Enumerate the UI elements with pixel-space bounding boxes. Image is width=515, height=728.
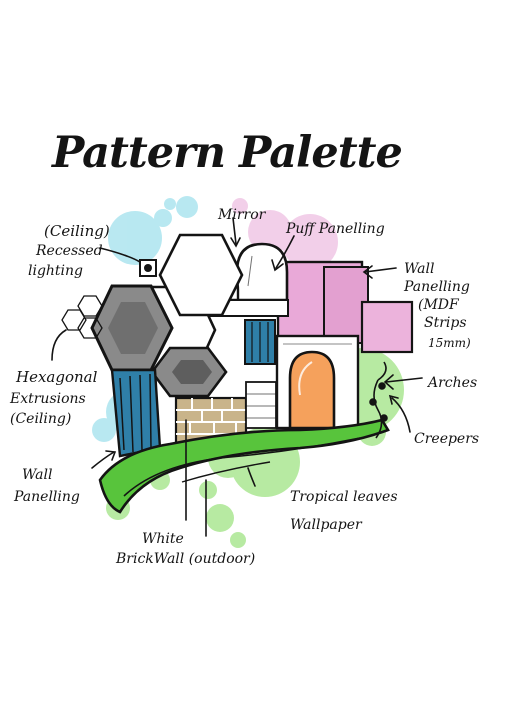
label-recessed: Recessed: [36, 243, 103, 259]
label-15mm: 15mm): [428, 336, 471, 350]
label-hex-ceiling: (Ceiling): [10, 411, 72, 427]
label-puff-panelling: Puff Panelling: [286, 221, 385, 237]
label-hexagonal: Hexagonal: [16, 368, 98, 386]
creeper-vine: [369, 361, 388, 439]
label-brickwall: BrickWall (outdoor): [116, 551, 256, 567]
arch-frame: [275, 334, 360, 430]
label-white: White: [142, 531, 184, 547]
label-tropical-leaves: Tropical leaves: [290, 489, 398, 505]
label-wallpaper: Wallpaper: [290, 517, 362, 533]
label-extrusions: Extrusions: [10, 391, 86, 407]
label-lighting: lighting: [28, 263, 84, 279]
label-wall-right: Wall: [404, 261, 435, 277]
label-creepers: Creepers: [414, 431, 480, 447]
hexagon-outline-icon: [61, 295, 103, 339]
label-panelling-left: Panelling: [14, 489, 80, 505]
puff-panelling-blocks: [276, 260, 414, 354]
label-wall-left: Wall: [22, 467, 53, 483]
label-strips: Strips: [424, 315, 467, 331]
label-mirror: Mirror: [218, 207, 266, 223]
label-ceiling: (Ceiling): [44, 222, 110, 240]
hexagon-extrusions: [90, 233, 244, 398]
label-mdf: (MDF: [418, 297, 459, 313]
blue-wall-panelling: [110, 319, 276, 458]
label-arches: Arches: [428, 375, 478, 391]
label-panelling-right: Panelling: [404, 279, 470, 295]
page-title: Pattern Palette: [52, 128, 403, 178]
leader-arrows: [51, 217, 423, 537]
recessed-light-icon: [139, 259, 157, 277]
